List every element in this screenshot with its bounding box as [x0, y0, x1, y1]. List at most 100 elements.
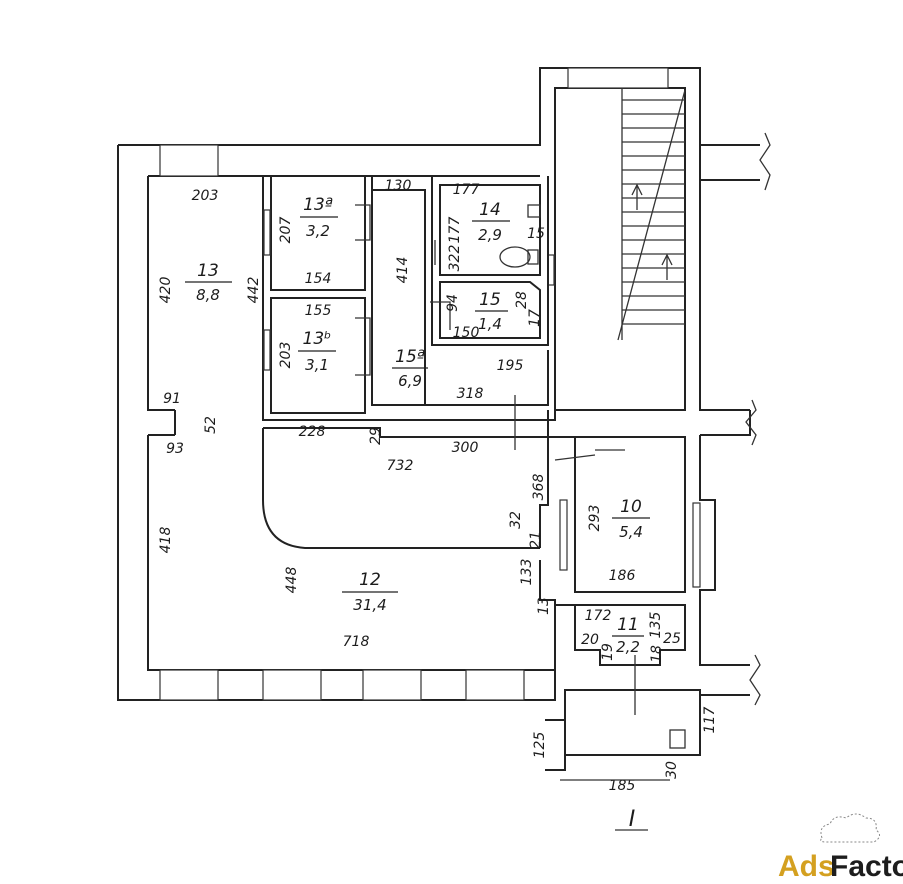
- dimension: 300: [452, 440, 479, 456]
- dimension: 177: [453, 182, 480, 198]
- dimension: 186: [609, 568, 636, 584]
- dimension: 442: [246, 277, 262, 304]
- section-mark: I: [629, 807, 636, 832]
- dimension: 318: [457, 386, 484, 402]
- dimension: 133: [519, 559, 535, 586]
- room-14-label: 14 2,9: [472, 200, 510, 244]
- room-15a-label: 15ª 6,9: [392, 347, 428, 390]
- room-number: 15ª: [395, 347, 425, 367]
- window: [692, 502, 701, 588]
- room-12-label: 12 31,4: [342, 570, 398, 614]
- window: [262, 669, 322, 701]
- dimension: 418: [158, 527, 174, 554]
- window: [465, 669, 525, 701]
- room-10-label: 10 5,4: [612, 497, 650, 541]
- dimension: 18: [649, 645, 665, 663]
- dimension: 93: [166, 441, 184, 457]
- dimension: 155: [305, 303, 332, 319]
- window: [362, 669, 422, 701]
- chimney: [669, 729, 686, 749]
- dimension: 203: [192, 188, 219, 204]
- dimension: 150: [453, 325, 480, 341]
- dimension: 322: [447, 245, 463, 272]
- dimension: 195: [497, 358, 524, 374]
- doors: [355, 204, 625, 461]
- staircase: [617, 88, 686, 341]
- fixtures: [499, 204, 541, 268]
- watermark-ads: Ads: [778, 850, 835, 883]
- break-marks: [745, 132, 771, 706]
- dimension: 13: [536, 597, 552, 615]
- room-area: 8,8: [196, 286, 220, 304]
- dimension: 15: [527, 226, 545, 242]
- dimension: 185: [609, 778, 636, 794]
- dimension: 28: [514, 291, 530, 309]
- room-number: 12: [359, 570, 381, 590]
- dimension: 30: [664, 761, 680, 779]
- room-13b-label: 13ᵇ 3,1: [298, 329, 336, 374]
- cloud-icon: [820, 813, 880, 843]
- dimension: 20: [581, 632, 599, 648]
- room-13-label: 13 8,8: [185, 261, 232, 304]
- dimension: 718: [343, 634, 370, 650]
- watermark-logo: Ads Factory: [778, 813, 903, 883]
- room-number: 15: [479, 290, 501, 310]
- dimension: 228: [299, 424, 326, 440]
- window: [263, 209, 271, 256]
- room-area: 3,2: [306, 222, 330, 240]
- room-area: 3,1: [305, 356, 329, 374]
- room-number: 13ᵇ: [303, 329, 332, 349]
- dimension-labels: 203 420 442 91 52 93 418 207 154 155 203…: [158, 178, 718, 794]
- dimension: 203: [278, 342, 294, 369]
- stair-treads: [622, 99, 685, 325]
- room-11-label: 11 2,2: [612, 615, 644, 656]
- dimension: 368: [531, 474, 547, 501]
- internal-walls: [262, 176, 701, 771]
- dimension: 414: [395, 257, 411, 284]
- window: [559, 499, 568, 571]
- dimension: 29: [368, 427, 384, 445]
- dimension: 448: [284, 567, 300, 594]
- room-area: 6,9: [398, 372, 422, 390]
- dimension: 91: [163, 391, 181, 407]
- toilet-tank: [527, 249, 539, 265]
- room-13a-label: 13ª 3,2: [300, 195, 338, 240]
- dimension: 130: [385, 178, 412, 194]
- dimension: 25: [663, 631, 681, 647]
- watermark-factory: Factory: [830, 850, 903, 883]
- room-labels: 13 8,8 13ª 3,2 13ᵇ 3,1 14 2,9 15 1,4 15ª…: [185, 195, 650, 656]
- window: [263, 329, 271, 371]
- dimension: 94: [445, 294, 461, 312]
- room-number: 13ª: [303, 195, 333, 215]
- dimension: 154: [305, 271, 332, 287]
- window: [159, 144, 219, 177]
- window: [567, 67, 669, 89]
- room-number: 11: [617, 615, 639, 635]
- room-area: 1,4: [478, 315, 502, 333]
- dimension: 135: [648, 612, 664, 639]
- dimension: 293: [587, 505, 603, 532]
- dimension: 52: [203, 416, 219, 434]
- dimension: 207: [278, 217, 294, 244]
- room-15-label: 15 1,4: [475, 290, 508, 333]
- dimension: 732: [387, 458, 414, 474]
- dimension: 117: [702, 707, 718, 734]
- dimension: 420: [158, 277, 174, 304]
- toilet: [499, 246, 531, 268]
- dimension: 177: [447, 217, 463, 244]
- room-area: 5,4: [619, 523, 643, 541]
- sink: [527, 204, 541, 218]
- room-number: 13: [197, 261, 219, 281]
- outer-walls: [117, 67, 760, 701]
- window: [159, 669, 219, 701]
- room-area: 2,2: [616, 638, 640, 656]
- room-number: 10: [620, 497, 642, 517]
- dimension: 32: [508, 511, 524, 529]
- room-number: 14: [479, 200, 501, 220]
- dimension: 17: [527, 309, 543, 327]
- windows: [159, 67, 701, 701]
- dimension: 21: [528, 531, 544, 549]
- room-area: 2,9: [478, 226, 502, 244]
- dimension: 125: [532, 732, 548, 759]
